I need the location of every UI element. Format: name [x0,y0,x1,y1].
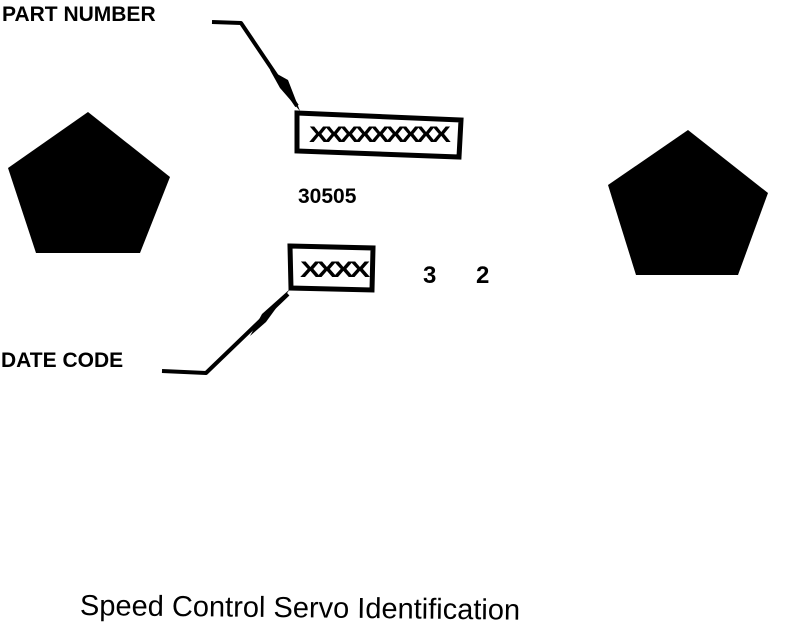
date-digit-2: 2 [476,262,490,289]
part-number-box: XXXXXXXXX [294,110,464,160]
part-number-label: PART NUMBER [2,3,156,26]
figure-caption: Speed Control Servo Identification [79,590,521,627]
part-code-number: 30505 [298,185,357,208]
left-mounting-boss [8,112,170,253]
right-mounting-boss [608,130,768,275]
date-code-box: XXXX [287,243,376,293]
date-code-label: DATE CODE [1,349,124,372]
date-digit-1: 3 [423,262,437,289]
part-number-leader [211,20,300,111]
date-code-leader [161,289,290,375]
date-code-arrowhead [250,289,290,336]
part-number-arrowhead [270,70,300,111]
date-code-box-text: XXXX [300,257,371,282]
part-number-box-text: XXXXXXXXX [309,122,451,147]
